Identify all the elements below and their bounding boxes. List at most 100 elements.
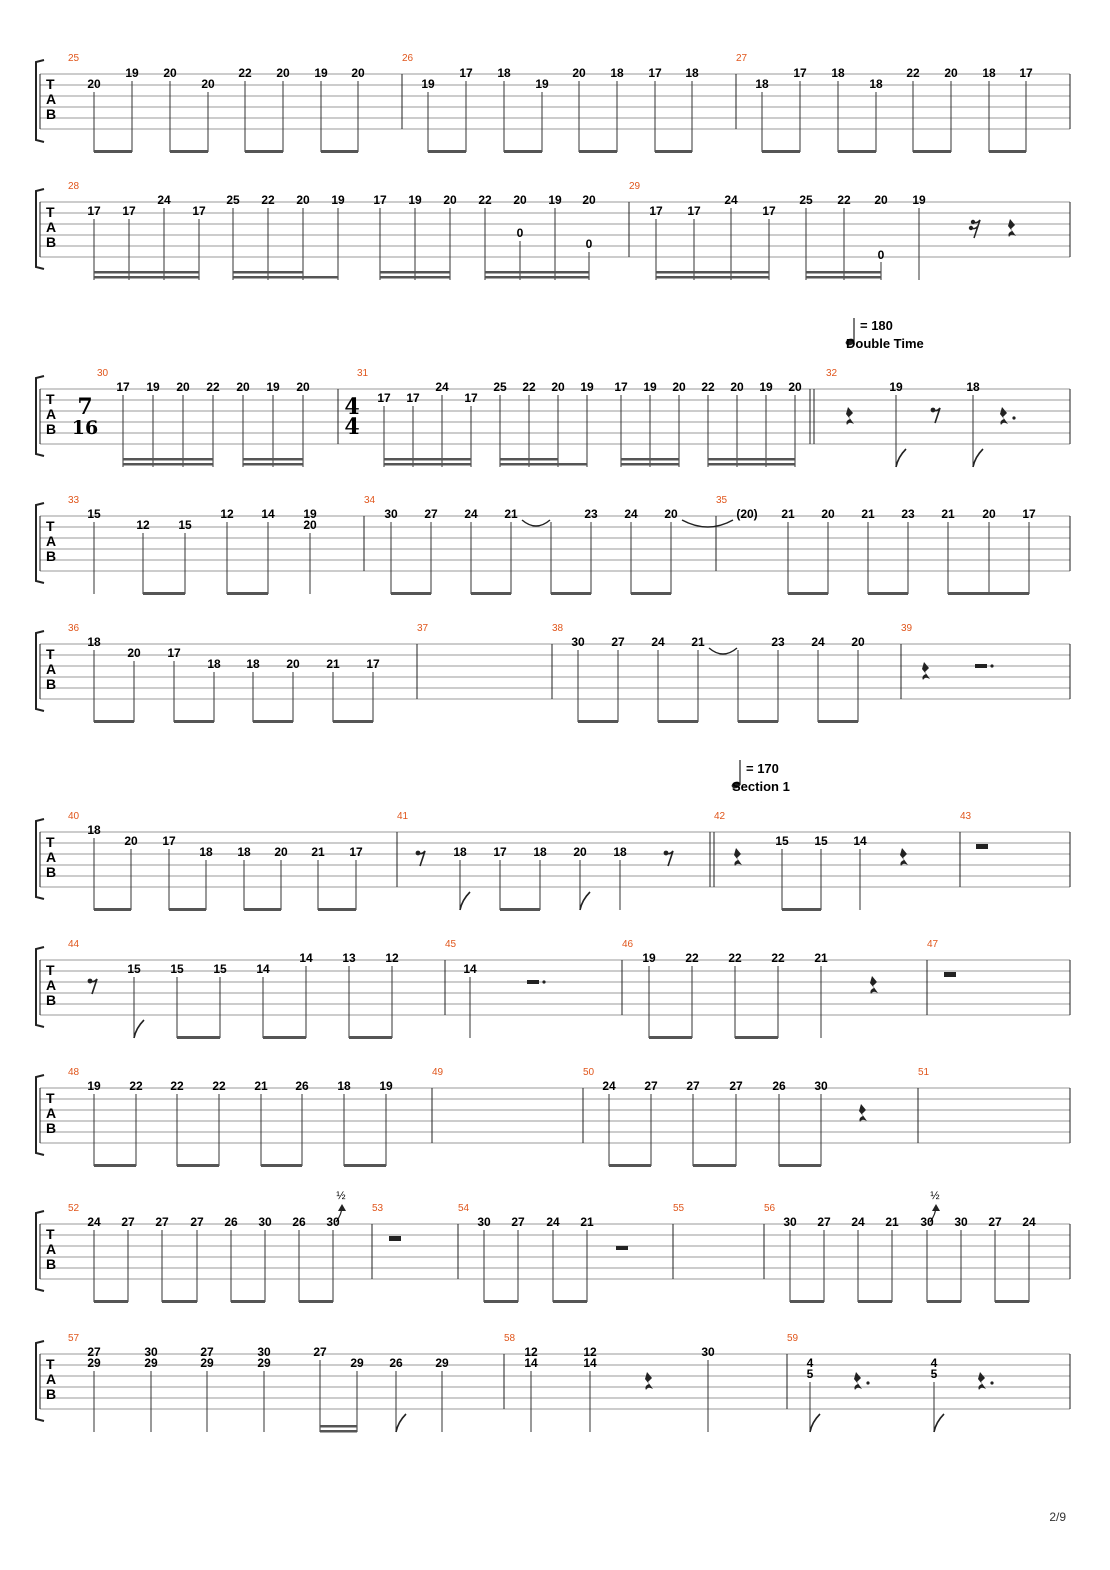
fret-number: 17 [614,380,628,394]
fret-number: 22 [238,66,252,80]
measure-number: 45 [445,939,457,950]
fret-number: 30 [954,1215,968,1229]
measure-number: 28 [68,181,80,192]
eighth-flag [579,891,591,911]
fret-number: 0 [586,237,593,251]
measure-number: 26 [402,53,414,64]
fret-number: 24 [546,1215,560,1229]
fret-number: 22 [522,380,536,394]
fret-number: 30 [477,1215,491,1229]
tie [521,519,551,527]
fret-number: 29 [87,1356,101,1370]
fret-number: 22 [837,193,851,207]
fret-number: 19 [146,380,160,394]
fret-number: 29 [200,1356,214,1370]
tab-letter: A [46,977,56,993]
fret-number: 18 [869,77,883,91]
fret-number: 27 [87,1345,101,1359]
measure-number: 59 [787,1333,799,1344]
fret-number: 14 [853,834,867,848]
fret-number: 22 [906,66,920,80]
tab-letter: B [46,676,56,692]
fret-number: 26 [295,1079,309,1093]
fret-number: 15 [127,962,141,976]
fret-number: (20) [736,507,757,521]
fret-number: 17 [493,845,507,859]
fret-number: 18 [337,1079,351,1093]
fret-number: 30 [326,1215,340,1229]
eighth-rest [86,977,98,995]
fret-number: 29 [257,1356,271,1370]
system-5: T A B 36 37 38 39 18 20 17 18 18 20 21 1… [35,623,1071,723]
fret-number: 30 [783,1215,797,1229]
system-4: T A B 33 34 35 15 12 15 12 14 19 20 30 2… [35,495,1071,595]
fret-number: 17 [762,204,776,218]
tab-letter: B [46,992,56,1008]
fret-number: 12 [524,1345,538,1359]
measure-number: 39 [901,623,913,634]
measure-number: 34 [364,495,376,506]
eighth-rest [662,849,674,867]
fret-number: 14 [261,507,275,521]
tab-letter: T [46,76,55,92]
fret-number: 20 [730,380,744,394]
tab-letter: A [46,661,56,677]
fret-number: 5 [931,1367,938,1381]
fret-number: 20 [296,380,310,394]
fret-number: 21 [311,845,325,859]
fret-number: 30 [701,1345,715,1359]
tab-letter: A [46,533,56,549]
fret-number: 19 [643,380,657,394]
measure-number: 33 [68,495,80,506]
fret-number: 27 [686,1079,700,1093]
tempo-value: = 180 [860,318,893,333]
fret-number: 24 [87,1215,101,1229]
whole-rest [389,1236,401,1241]
fret-number: 17 [648,66,662,80]
fret-number: 20 [672,380,686,394]
quarter-rest [870,976,878,994]
fret-number: 17 [87,204,101,218]
fret-number: 14 [256,962,270,976]
time-signature-bottom: 16 [72,417,98,439]
fret-number: 25 [493,380,507,394]
fret-number: 22 [685,951,699,965]
eighth-flag [972,448,984,468]
tab-letter: T [46,1090,55,1106]
measure-number: 58 [504,1333,516,1344]
system-3: = 180 Double Time T A B 7 16 4 4 30 31 3… [35,318,1071,468]
fret-number: 20 [513,193,527,207]
eighth-flag [459,891,471,911]
fret-number: 20 [276,66,290,80]
fret-number: 30 [144,1345,158,1359]
system-7: T A B 44 45 46 47 15 15 15 14 14 13 12 1… [35,939,1071,1039]
tab-letter: T [46,962,55,978]
fret-number: 17 [349,845,363,859]
measure-number: 32 [826,368,838,379]
fret-number: 20 [351,66,365,80]
fret-number: 27 [424,507,438,521]
fret-number: 20 [124,834,138,848]
fret-number: 18 [497,66,511,80]
half-bend-label: ½ [930,1190,939,1202]
fret-number: 23 [584,507,598,521]
fret-number: 14 [524,1356,538,1370]
fret-number: 20 [274,845,288,859]
fret-number: 17 [793,66,807,80]
tab-letter: T [46,646,55,662]
time-signature-bottom: 4 [344,414,359,440]
measure-number: 44 [68,939,80,950]
fret-number: 18 [966,380,980,394]
fret-number: 25 [226,193,240,207]
measure-number: 51 [918,1067,930,1078]
measure-number: 47 [927,939,939,950]
eighth-flag [933,1413,945,1433]
fret-number: 17 [373,193,387,207]
fret-number: 20 [87,77,101,91]
fret-number: 24 [1022,1215,1036,1229]
fret-number: 12 [136,518,150,532]
fret-number: 20 [296,193,310,207]
fret-number: 20 [664,507,678,521]
system-1: T A B 25 26 27 20 19 20 20 22 20 19 20 1… [35,53,1071,153]
system-2: T A B 28 29 17 17 24 17 25 22 20 19 17 1… [35,181,1071,280]
